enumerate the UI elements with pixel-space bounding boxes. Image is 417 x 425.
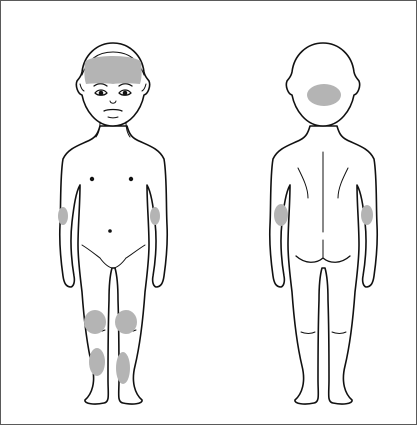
lesion-front-right-shin <box>116 352 130 384</box>
front-left-pupil <box>99 91 104 96</box>
lesion-front-right-forearm <box>150 207 160 225</box>
front-right-nipple <box>129 177 133 181</box>
lesion-back-left-elbow <box>274 204 288 226</box>
front-left-nipple <box>90 177 94 181</box>
front-view <box>60 43 168 404</box>
lesion-front-left-forearm <box>58 207 68 225</box>
front-head-outline <box>76 43 149 126</box>
lesion-back-right-elbow <box>361 205 373 225</box>
lesion-back-occiput <box>307 84 341 106</box>
front-right-pupil <box>123 91 128 96</box>
front-body-outline <box>60 126 168 404</box>
front-navel <box>108 229 112 233</box>
lesion-front-left-knee <box>84 310 106 334</box>
lesion-front-right-knee <box>115 310 137 334</box>
lesion-front-left-shin <box>89 348 105 376</box>
lesion-front-forehead <box>84 56 141 84</box>
